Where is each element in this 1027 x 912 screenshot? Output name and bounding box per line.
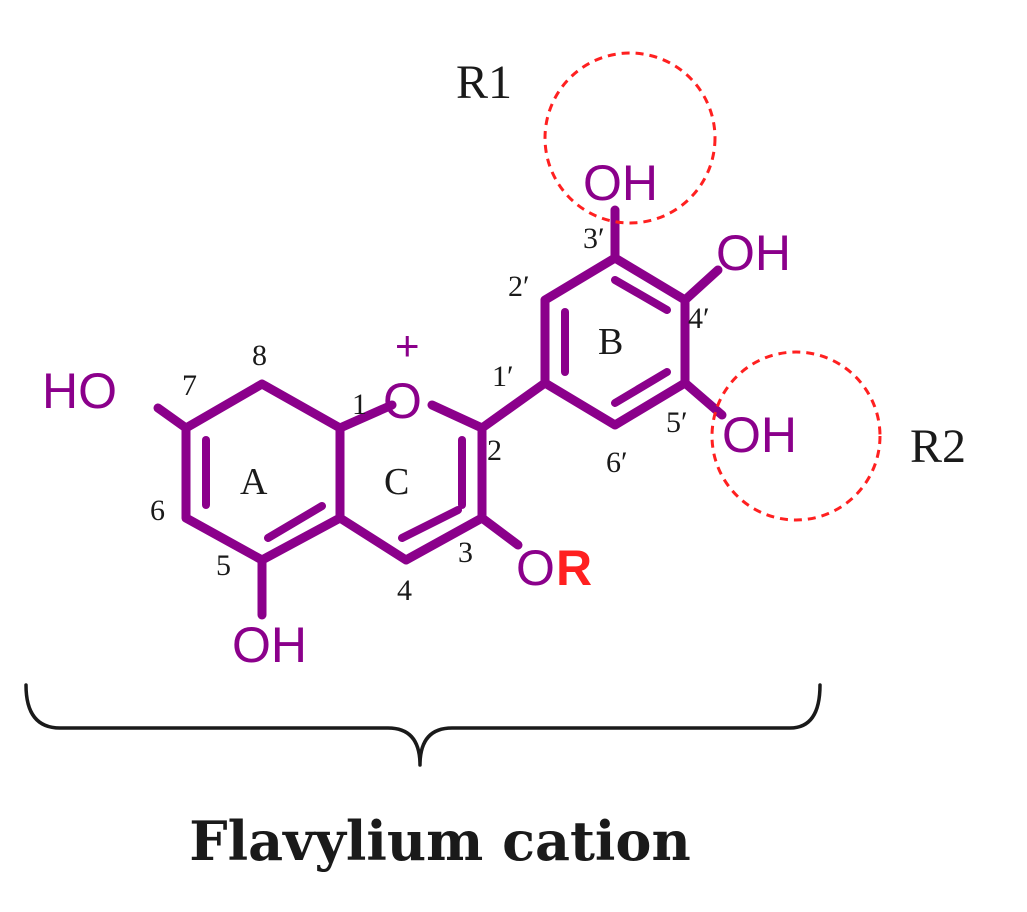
atom-labels: HO OH O + O R OH OH OH	[42, 155, 797, 673]
pos-5p: 5′	[666, 406, 688, 439]
r1-highlight-circle	[543, 51, 717, 225]
bond-skeleton	[153, 205, 727, 620]
bond-c2-c1p	[477, 378, 550, 433]
substituent-labels: R1 R2	[456, 56, 966, 473]
charge-plus: +	[395, 322, 420, 369]
pos-3p: 3′	[583, 222, 605, 255]
ring-b-double-3	[611, 368, 671, 407]
ring-c-bonds	[335, 400, 397, 433]
position-numbers: 1 2 3 4 5 6 7 8 1′ 2′ 3′ 4′ 5′ 6′	[150, 222, 710, 607]
atom-oh-5p: OH	[722, 407, 797, 463]
pos-1p: 1′	[492, 360, 514, 393]
pos-6: 6	[150, 494, 165, 527]
brace	[24, 683, 822, 767]
atom-o-1: O	[383, 373, 422, 429]
atom-ho-7: HO	[42, 363, 117, 419]
r2-highlight-circle	[710, 350, 882, 522]
ring-label-b: B	[598, 321, 623, 363]
caption: Flavylium cation	[189, 809, 690, 873]
ring-a-double-2	[264, 502, 326, 542]
ring-b-double-2	[611, 276, 671, 314]
bond-c3-o	[477, 513, 523, 550]
pos-2: 2	[487, 434, 502, 467]
bond-c7-o	[153, 403, 191, 433]
pos-6p: 6′	[606, 446, 628, 479]
pos-2p: 2′	[508, 270, 530, 303]
atom-oh-5: OH	[232, 617, 307, 673]
r1-label: R1	[456, 56, 512, 109]
atom-oh-4p: OH	[716, 225, 791, 281]
pos-4p: 4′	[688, 302, 710, 335]
pos-3: 3	[458, 536, 473, 569]
ring-label-c: C	[384, 461, 409, 503]
r2-label: R2	[910, 420, 966, 473]
ring-label-a: A	[240, 461, 268, 503]
ring-labels: A C B	[240, 321, 623, 503]
pos-5: 5	[216, 549, 231, 582]
pos-1: 1	[352, 388, 367, 421]
substituent-highlights	[543, 51, 882, 522]
bond-c4p-o	[680, 265, 723, 305]
pos-7: 7	[182, 369, 197, 402]
pos-4: 4	[397, 574, 412, 607]
atom-o-3: O	[516, 540, 555, 596]
ring-c-double-2	[398, 506, 462, 542]
pos-8: 8	[252, 339, 267, 372]
bond-c5p-o	[680, 378, 727, 420]
double-bonds	[202, 276, 671, 542]
atom-r: R	[556, 540, 592, 596]
atom-oh-3p: OH	[583, 155, 658, 211]
